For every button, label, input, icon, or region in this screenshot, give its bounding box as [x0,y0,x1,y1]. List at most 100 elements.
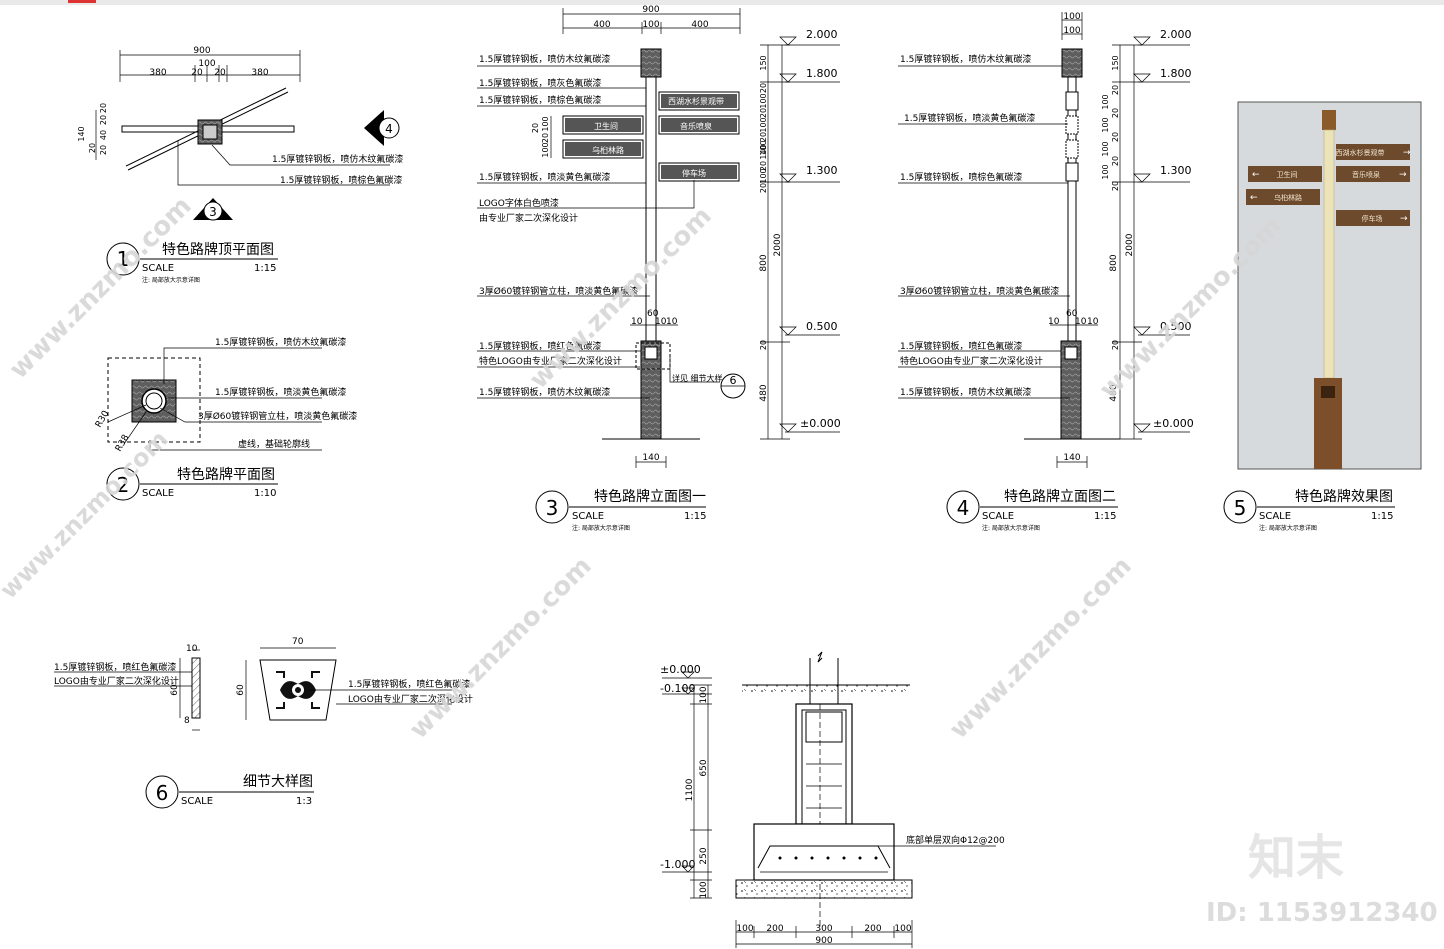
dim-left-40: 40 [99,130,108,140]
dim-left-20c: 20 [99,145,108,155]
label-e2-5: 1.5厚镀锌钢板，喷红色氟碳漆 [900,340,1022,352]
dim-base-10c: 10 [666,317,678,327]
dim-sign-20b: 20 [541,133,550,143]
title-circle-6 [145,775,179,809]
dim-380-left: 380 [149,68,166,78]
title-circle-1 [106,242,140,276]
scale-1: 1:15 [254,263,276,274]
watermark-logo: 知末 [1248,830,1344,886]
drawing-4-elevation-two: 100 100 1.5厚镀锌钢板，喷仿木纹氟碳漆 1.5厚镀锌钢板，喷淡黄色氟碳… [898,12,1194,532]
label-wood-coat: 1.5厚镀锌钢板，喷仿木纹氟碳漆 [272,153,403,165]
dim-f-b-300: 300 [815,924,832,934]
title-5: 特色路牌效果图 [1295,488,1393,505]
label-e1-4: 1.5厚镀锌钢板，喷淡黄色氟碳漆 [479,171,610,183]
level-1800-e2: 1.800 [1160,67,1192,80]
dim-900: 900 [193,46,210,56]
level-0000-e2: ±0.000 [1153,417,1194,430]
dim-r-2000: 2000 [773,233,783,256]
label-e1-3: 1.5厚镀锌钢板，喷棕色氟碳漆 [479,94,601,106]
label-2-pipe: 3厚Ø60镀锌钢管立柱，喷淡黄色氟碳漆 [198,410,357,422]
label-6b-2: LOGO由专业厂家二次深化设计 [348,693,473,705]
scale-label-6: SCALE [181,796,213,807]
title-6: 细节大样图 [243,774,313,790]
detail-ref: 详见 细节大样 [672,373,723,383]
dim-4-r-20e: 20 [1111,181,1120,191]
dim-f-b-900: 900 [815,936,832,946]
title-2: 特色路牌平面图 [177,466,275,483]
dim-4-r-100a: 100 [1101,94,1110,109]
dim-4-r-20f: 20 [1111,340,1120,350]
section-callout-4: 4 [364,110,400,146]
sign-r-1: 西湖水杉景观带 [1336,148,1385,157]
title-num-6: 6 [156,781,169,805]
sign-r-3: 音乐喷泉 [1352,170,1380,179]
title-circle-4 [946,490,980,524]
level-0500-e1: 0.500 [806,320,838,333]
level-1000-f: -1.000 [660,858,695,871]
sign-r-5: 停车场 [1362,214,1383,223]
label-e1-7: 3厚Ø60镀锌钢管立柱，喷淡黄色氟碳漆 [479,285,638,297]
dim-4-base-60: 60 [1066,309,1078,319]
level-2000-e2: 2.000 [1160,28,1192,41]
scale-label-4: SCALE [982,511,1014,522]
scale-label-3: SCALE [572,511,604,522]
note-4: 注: 局部放大示意详图 [982,524,1040,532]
dim-20-b: 20 [214,68,226,78]
dim-4-r-20d: 20 [1111,156,1120,166]
dim-f-650: 650 [699,759,709,776]
level-0000-e1: ±0.000 [800,417,841,430]
label-6b-1: 1.5厚镀锌钢板，喷红色氟碳漆 [348,678,470,690]
dim-r-20b: 20 [759,108,768,118]
sign-e1-2: 卫生间 [594,121,618,131]
note-3: 注: 局部放大示意详图 [572,524,630,532]
scale-label-1: SCALE [142,263,174,274]
sign-e1-5: 停车场 [682,168,706,178]
dim-6-60b: 60 [236,684,246,696]
dim-sign-20a: 20 [531,123,540,133]
dim-r-150: 150 [759,55,768,70]
dim-f-b-200a: 200 [766,924,783,934]
label-e1-1: 1.5厚镀锌钢板，喷仿木纹氟碳漆 [479,53,610,65]
dim-r-100d: 100 [759,168,768,183]
dim-f-100a: 100 [699,686,709,703]
top-strip [0,0,1444,5]
label-e1-2: 1.5厚镀锌钢板，喷灰色氟碳漆 [479,77,601,89]
sign-e1-1: 西湖水杉景观带 [668,96,724,106]
scale-6: 1:3 [296,796,312,807]
sign-r-2: 卫生间 [1277,170,1298,179]
label-e2-6: 特色LOGO由专业厂家二次深化设计 [900,355,1043,367]
rebar-label: 底部单层双向Φ12@200 [906,834,1005,846]
title-num-5: 5 [1234,496,1247,520]
scale-3: 1:15 [684,511,706,522]
dim-left-20a: 20 [88,143,97,153]
dim-f-b-200b: 200 [864,924,881,934]
label-e1-9: 特色LOGO由专业厂家二次深化设计 [479,355,622,367]
dim-f-1100: 1100 [685,778,695,801]
dim-4-base-10b: 10 [1075,317,1087,327]
watermark-layer: www.znzmo.com www.znzmo.com www.znzmo.co… [0,191,1438,928]
level-2000-e1: 2.000 [806,28,838,41]
level-1800-e1: 1.800 [806,67,838,80]
dim-base-10a: 10 [631,317,643,327]
label-e2-7: 1.5厚镀锌钢板，喷仿木纹氟碳漆 [900,386,1031,398]
dim-4-r-20a: 20 [1111,85,1120,95]
dim-base-10b: 10 [655,317,667,327]
dim-base-60: 60 [647,309,659,319]
dim-r-800: 800 [759,254,769,271]
scale-5: 1:15 [1371,511,1393,522]
dim-140: 140 [77,126,86,141]
watermark-site: www.znzmo.com [944,551,1138,745]
level-0500-e2: 0.500 [1160,320,1192,333]
label-6a-2: LOGO由专业厂家二次深化设计 [54,675,179,687]
dim-r-20a: 20 [759,83,768,93]
dim-4-r-2000: 2000 [1125,233,1135,256]
level-0000-f: ±0.000 [660,663,701,676]
arrow-left-icon: ← [1250,193,1258,203]
scale-4: 1:15 [1094,511,1116,522]
dim-left-20d: 20 [99,103,108,113]
radius-r30: R30 [94,409,112,430]
dim-4-base-10c: 10 [1087,317,1099,327]
title-4: 特色路牌立面图二 [1004,488,1116,505]
dim-4-100b: 100 [1063,26,1080,36]
